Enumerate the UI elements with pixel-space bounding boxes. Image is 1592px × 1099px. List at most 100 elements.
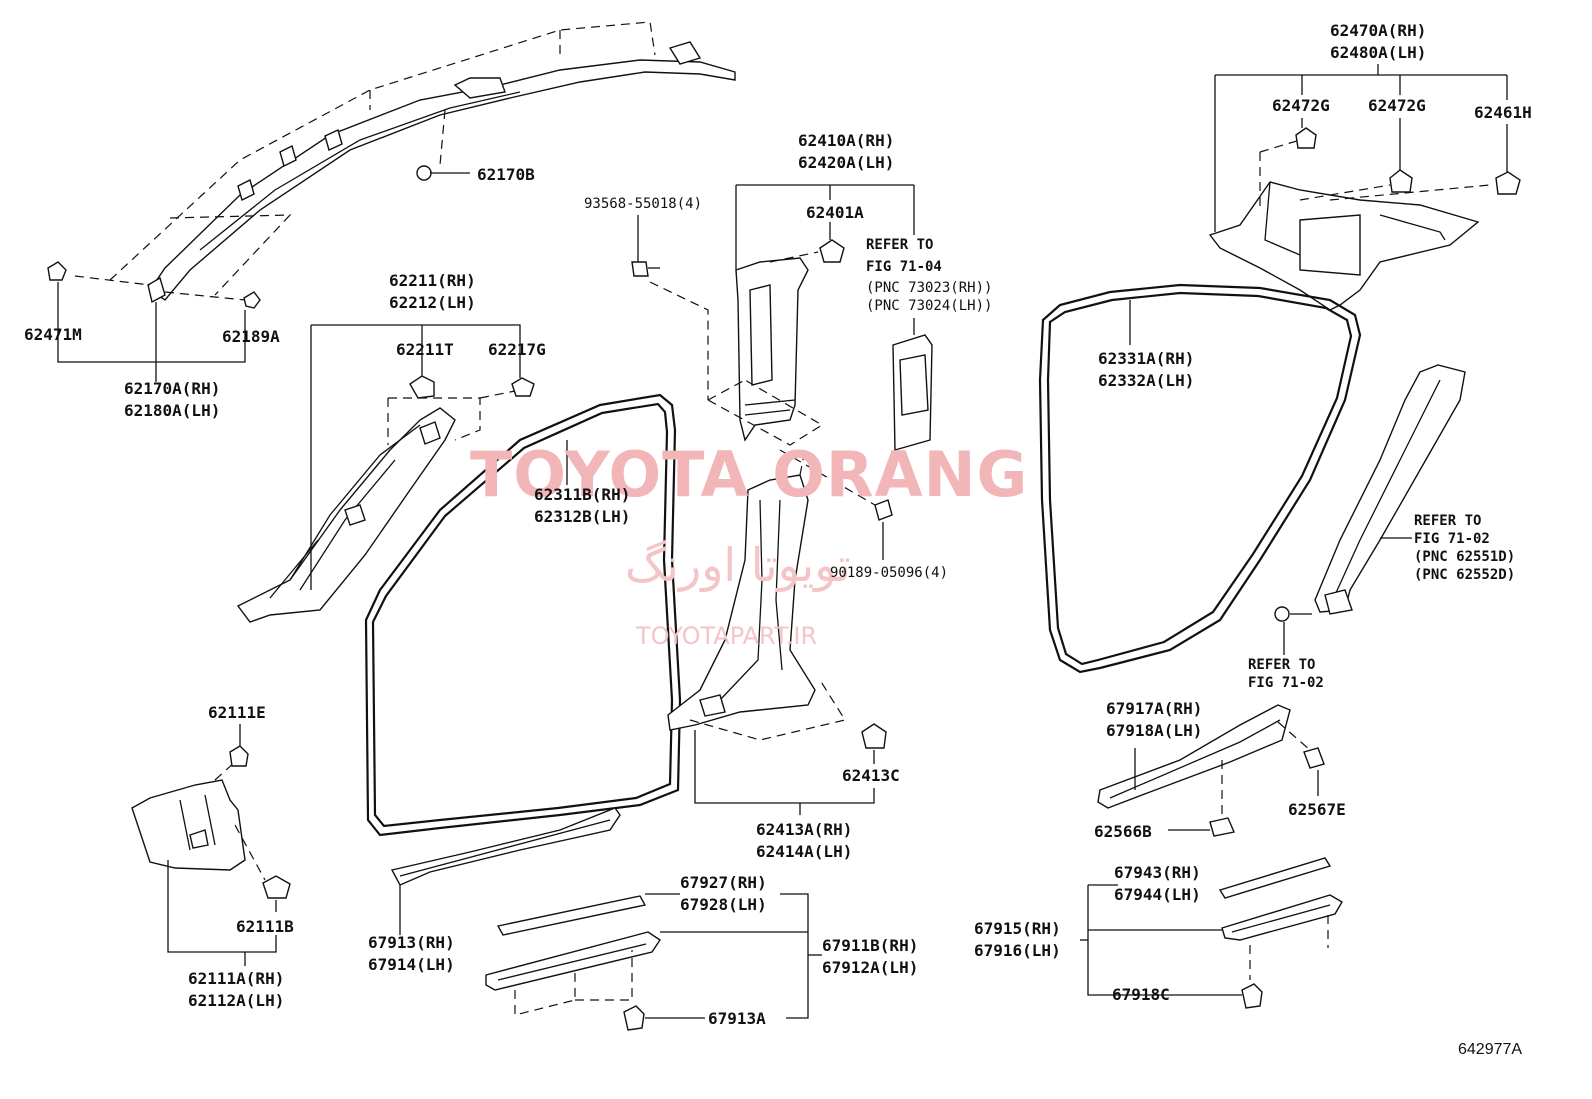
callout-62217G: 62217G bbox=[488, 340, 546, 359]
clip-62189A bbox=[243, 291, 261, 309]
clip-62413C bbox=[861, 723, 887, 749]
watermark-site: TOYOTAPART.IR bbox=[636, 622, 818, 650]
callout-62312B: 62312B(LH) bbox=[534, 507, 631, 526]
callout-62332A: 62332A(LH) bbox=[1098, 371, 1195, 390]
callout-62420A: 62420A(LH) bbox=[798, 153, 895, 172]
callout-62471M: 62471M bbox=[24, 325, 82, 344]
scuff-plate-dashed bbox=[514, 950, 633, 1016]
rear-scuff-dashed bbox=[1249, 915, 1329, 980]
roof-garnish-dashed-outline bbox=[74, 21, 656, 301]
callout-62401A: 62401A bbox=[806, 203, 864, 222]
callout-62111A: 62111A(RH) bbox=[188, 969, 285, 988]
callout-67927: 67927(RH) bbox=[680, 873, 767, 892]
rear-quarter-dashed bbox=[1221, 721, 1311, 820]
clip-62471M bbox=[47, 261, 67, 281]
ref-a-line2: FIG 71-04 bbox=[866, 259, 942, 275]
callout-62414A: 62414A(LH) bbox=[756, 842, 853, 861]
callout-67914: 67914(LH) bbox=[368, 955, 455, 974]
clip-90189 bbox=[874, 499, 893, 521]
callout-67916: 67916(LH) bbox=[974, 941, 1061, 960]
callout-62480A: 62480A(LH) bbox=[1330, 43, 1427, 62]
callout-67928: 67928(LH) bbox=[680, 895, 767, 914]
ref-b-line3: (PNC 62551D) bbox=[1414, 549, 1516, 565]
callout-62170A: 62170A(RH) bbox=[124, 379, 221, 398]
clip-62111E bbox=[229, 745, 249, 767]
callout-67917A: 67917A(RH) bbox=[1106, 699, 1203, 718]
ref-c-line2: FIG 71-02 bbox=[1248, 675, 1324, 691]
callout-67943: 67943(RH) bbox=[1114, 863, 1201, 882]
screw-93568 bbox=[631, 261, 660, 277]
figure-number: 642977A bbox=[1458, 1041, 1523, 1058]
ref-b-line1: REFER TO bbox=[1414, 513, 1482, 529]
screw-rear-pillar bbox=[1274, 606, 1312, 622]
clip-62566B bbox=[1209, 817, 1235, 837]
watermark-persian: تویوتا اورنگ bbox=[625, 538, 851, 592]
callout-62189A: 62189A bbox=[222, 327, 280, 346]
screw-62170B bbox=[416, 165, 470, 181]
callout-67944: 67944(LH) bbox=[1114, 885, 1201, 904]
callout-62413C: 62413C bbox=[842, 766, 900, 785]
front-pillar-garnish bbox=[236, 407, 456, 623]
ref-c-line1: REFER TO bbox=[1248, 657, 1316, 673]
center-pillar-lower-garnish bbox=[667, 474, 816, 731]
callout-62180A: 62180A(LH) bbox=[124, 401, 221, 420]
ref-a-line3: (PNC 73023(RH)) bbox=[866, 280, 993, 296]
clip-62401A bbox=[819, 239, 845, 263]
rear-roof-trim bbox=[1208, 181, 1480, 311]
callout-67918C: 67918C bbox=[1112, 985, 1170, 1004]
callout-67918A: 67918A(LH) bbox=[1106, 721, 1203, 740]
callout-62461H: 62461H bbox=[1474, 103, 1532, 122]
callout-67912A: 67912A(LH) bbox=[822, 958, 919, 977]
callout-62170B: 62170B bbox=[477, 165, 535, 184]
callout-62212: 62212(LH) bbox=[389, 293, 476, 312]
callout-67913A: 67913A bbox=[708, 1009, 766, 1028]
callout-62566B: 62566B bbox=[1094, 822, 1152, 841]
callout-62472G-b: 62472G bbox=[1368, 96, 1426, 115]
front-door-scuff-plate bbox=[390, 807, 621, 886]
callout-62413A: 62413A(RH) bbox=[756, 820, 853, 839]
rear-door-weatherstrip bbox=[1038, 283, 1362, 674]
callout-67915: 67915(RH) bbox=[974, 919, 1061, 938]
rear-scuff-strip-67943 bbox=[1218, 857, 1332, 899]
clip-67918C bbox=[1241, 983, 1263, 1009]
ref-b-line2: FIG 71-02 bbox=[1414, 531, 1490, 547]
callout-93568: 93568-55018(4) bbox=[584, 196, 703, 212]
clip-62211T bbox=[409, 375, 435, 399]
roof-side-garnish bbox=[147, 41, 736, 304]
scuff-strip-67927 bbox=[496, 895, 647, 936]
clip-62472G-a bbox=[1295, 127, 1317, 149]
clip-62461H bbox=[1495, 171, 1521, 195]
clip-67913A bbox=[623, 1005, 645, 1031]
callout-67913: 67913(RH) bbox=[368, 933, 455, 952]
center-pillar-lower-dashed bbox=[689, 449, 846, 741]
front-door-weatherstrip bbox=[364, 393, 682, 837]
center-pillar-upper-garnish bbox=[735, 257, 809, 442]
callout-90189: 90189-05096(4) bbox=[830, 565, 949, 581]
callout-62331A: 62331A(RH) bbox=[1098, 349, 1195, 368]
rear-pillar-garnish bbox=[1314, 364, 1466, 615]
cowl-side-trim bbox=[131, 779, 246, 871]
rear-scuff-plate-67915 bbox=[1221, 894, 1343, 941]
callout-62567E: 62567E bbox=[1288, 800, 1346, 819]
front-pillar-dashed bbox=[387, 389, 521, 445]
callout-62470A: 62470A(RH) bbox=[1330, 21, 1427, 40]
clip-62472G-b bbox=[1389, 169, 1413, 193]
center-pillar-upper-dashed bbox=[649, 251, 824, 446]
callout-62311B: 62311B(RH) bbox=[534, 485, 631, 504]
callout-62211T: 62211T bbox=[396, 340, 454, 359]
callout-62211: 62211(RH) bbox=[389, 271, 476, 290]
leader-62170A bbox=[57, 282, 246, 363]
callout-62112A: 62112A(LH) bbox=[188, 991, 285, 1010]
seat-belt-cover bbox=[892, 334, 933, 451]
clip-62567E bbox=[1303, 747, 1325, 769]
ref-a-line1: REFER TO bbox=[866, 237, 934, 253]
callout-62111E: 62111E bbox=[208, 703, 266, 722]
scuff-plate-67911B bbox=[485, 931, 661, 991]
watermark-brand: TOYOTA ORANG bbox=[470, 438, 1029, 511]
callout-62410A: 62410A(RH) bbox=[798, 131, 895, 150]
clip-62111B bbox=[262, 875, 291, 899]
ref-b-line4: (PNC 62552D) bbox=[1414, 567, 1516, 583]
rear-quarter-strip bbox=[1097, 704, 1291, 809]
